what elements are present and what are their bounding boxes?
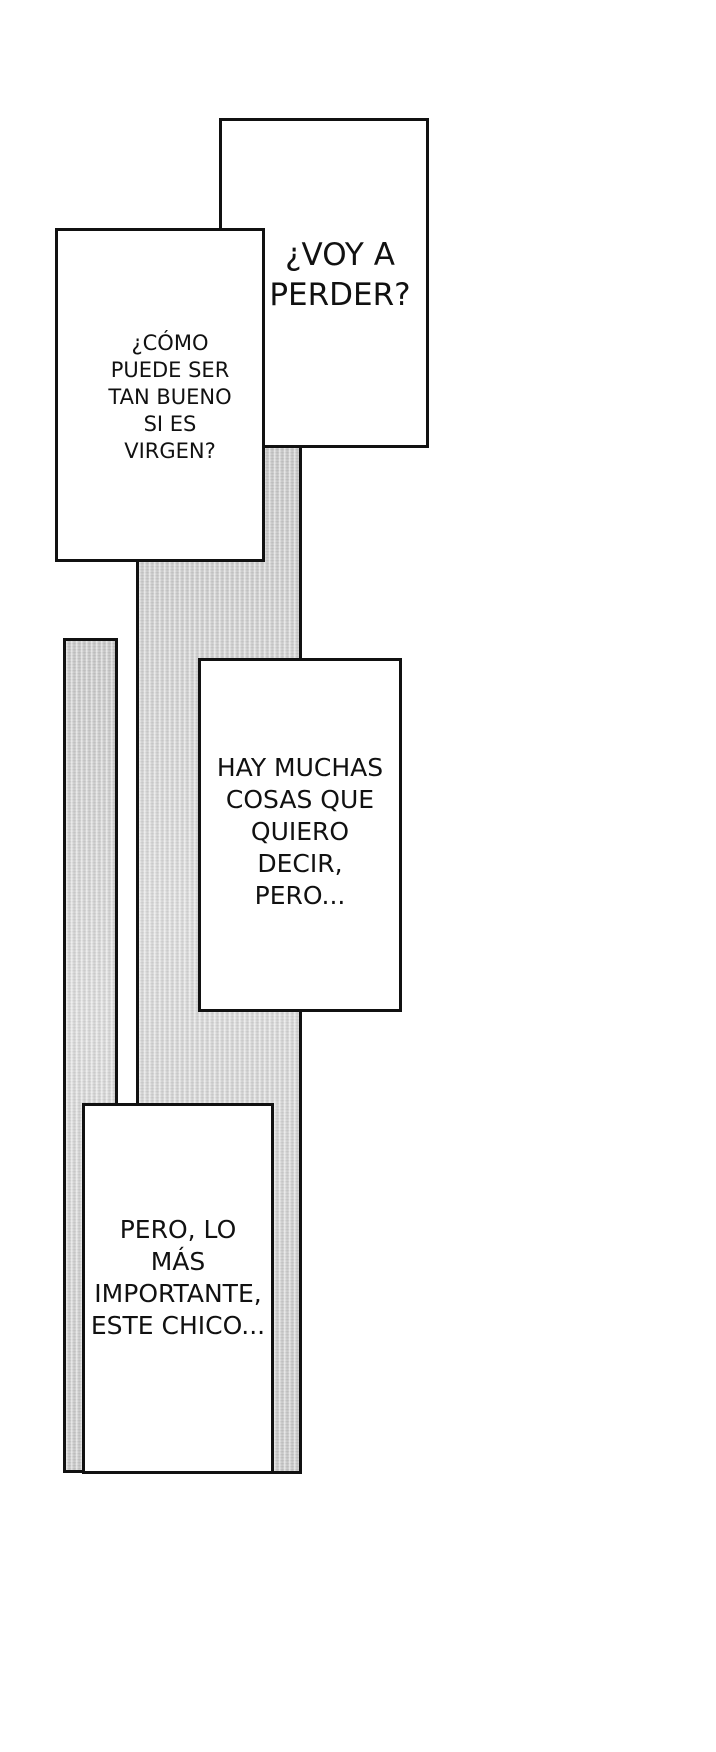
caption-box-join <box>222 231 262 445</box>
caption-top-right-text: ¿VOY A PERDER? <box>250 236 430 315</box>
caption-middle-text: HAY MUCHAS COSAS QUE QUIERO DECIR, PERO.… <box>205 752 395 912</box>
caption-bottom-text: PERO, LO MÁS IMPORTANTE, ESTE CHICO... <box>85 1214 271 1342</box>
caption-line: COSAS QUE <box>225 785 375 814</box>
caption-line: TAN BUENO <box>108 384 232 409</box>
caption-line: ESTE CHICO... <box>90 1311 266 1340</box>
caption-line: SI ES <box>143 411 197 436</box>
caption-line: PERO... <box>254 881 346 910</box>
caption-line: ¿CÓMO <box>131 331 209 355</box>
caption-line: MÁS <box>150 1247 206 1276</box>
caption-line: IMPORTANTE, <box>94 1279 262 1308</box>
caption-line: ¿VOY A <box>285 237 395 273</box>
caption-line: PERO, LO <box>119 1215 237 1244</box>
left-gray-strip <box>63 638 118 1473</box>
caption-box-bottom <box>82 1103 274 1474</box>
caption-top-left-text: ¿CÓMO PUEDE SER TAN BUENO SI ES VIRGEN? <box>95 330 245 464</box>
caption-line: PUEDE SER <box>110 357 230 382</box>
caption-line: QUIERO <box>250 817 350 846</box>
caption-box-middle <box>198 658 402 1012</box>
caption-line: VIRGEN? <box>124 438 216 463</box>
caption-line: HAY MUCHAS <box>216 753 384 782</box>
caption-line: PERDER? <box>269 276 411 313</box>
caption-line: DECIR, <box>257 849 343 878</box>
